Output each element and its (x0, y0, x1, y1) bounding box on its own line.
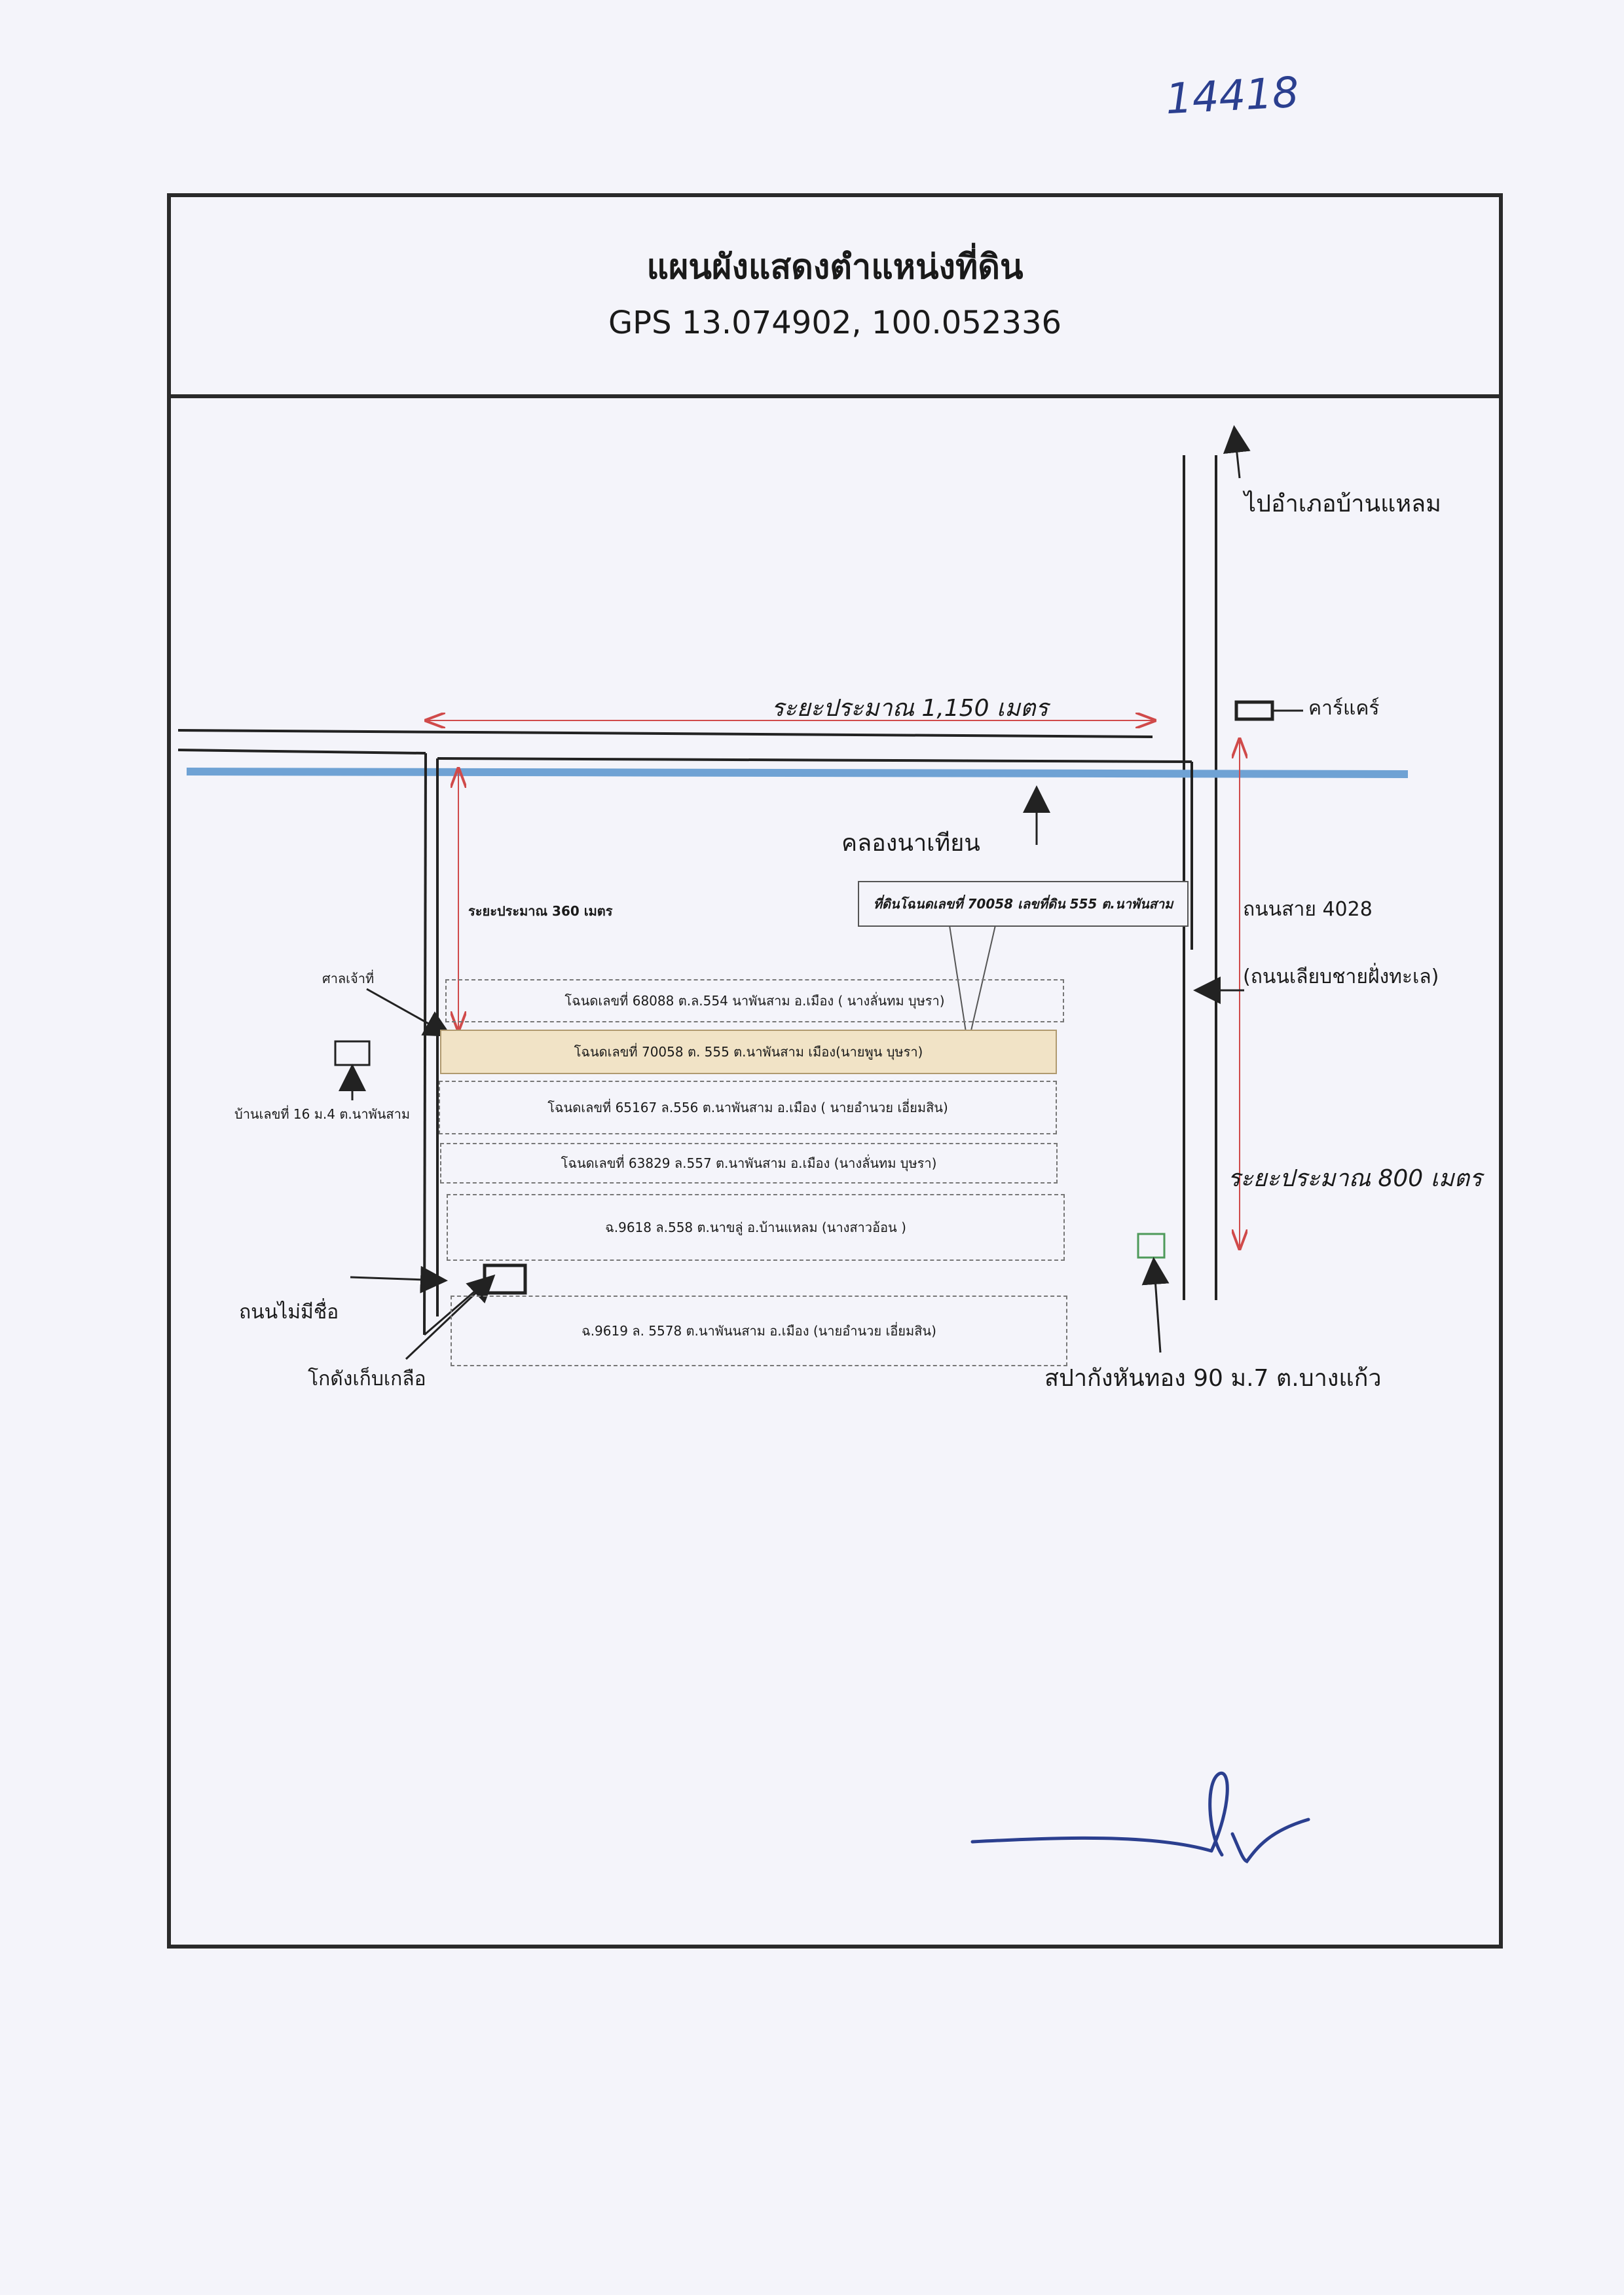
parcel-70058-target: โฉนดเลขที่ 70058 ต. 555 ต.นาพันสาม เมือง… (440, 1030, 1057, 1074)
carcare-marker (1234, 700, 1274, 721)
unnamed-road-arrow (350, 1265, 448, 1294)
road-4028-label: ถนนสาย 4028 (1243, 898, 1373, 921)
house-label: บ้านเลขที่ 16 ม.4 ต.นาพันสาม (234, 1106, 411, 1122)
shrine-label: ศาลเจ้าที่ (322, 971, 375, 986)
gps-coordinates: GPS 13.074902, 100.052336 (608, 305, 1062, 341)
parcel-9618: ฉ.9618 ล.558 ต.นาขลู่ อ.บ้านแหลม (นางสาว… (447, 1194, 1065, 1261)
to-district-label: ไปอำเภอบ้านแหลม (1244, 491, 1441, 517)
parcel-63829: โฉนดเลขที่ 63829 ล.557 ต.นาพันสาม อ.เมือ… (440, 1143, 1058, 1184)
canal-label: คลองนาเทียน (841, 830, 980, 857)
distance-1150-label: ระยะประมาณ 1,150 เมตร (771, 695, 1048, 722)
signature (970, 1771, 1310, 1863)
carcare-label: คาร์แคร์ (1308, 697, 1380, 720)
spa-label: สปากังหันทอง 90 ม.7 ต.บางแก้ว (1044, 1365, 1382, 1392)
road-coastal-label: (ถนนเลียบชายฝั่งทะเล) (1243, 965, 1439, 988)
salt-warehouse-label: โกดังเก็บเกลือ (308, 1368, 426, 1390)
callout-target-parcel: ที่ดินโฉนดเลขที่ 70058 เลขที่ดิน 555 ต.น… (858, 881, 1189, 927)
arrow-to-district (1223, 425, 1251, 479)
distance-800-label: ระยะประมาณ 800 เมตร (1228, 1165, 1483, 1192)
map-title: แผนผังแสดงตำแหน่งที่ดิน (646, 248, 1024, 287)
canal-line (186, 768, 1409, 778)
map-frame (167, 193, 1503, 1949)
unnamed-road-left-edge (423, 753, 427, 1335)
top-road-lower-edge (177, 749, 426, 755)
shrine-arrow (366, 988, 452, 1037)
block-top-edge (437, 757, 1192, 763)
top-road-upper-edge (177, 729, 1153, 738)
house-marker (334, 1040, 371, 1066)
distance-360-label: ระยะประมาณ 360 เมตร (468, 903, 613, 919)
salt-warehouse-arrow (405, 1274, 496, 1360)
parcel-9619: ฉ.9619 ล. 5578 ต.นาพันนสาม อ.เมือง (นายอ… (451, 1296, 1067, 1366)
spa-arrow (1141, 1257, 1170, 1353)
spa-marker (1137, 1233, 1166, 1259)
header-divider (167, 394, 1503, 398)
unnamed-road-label: ถนนไม่มีชื่อ (239, 1301, 339, 1324)
parcel-65167: โฉนดเลขที่ 65167 ล.556 ต.นาพันสาม อ.เมือ… (439, 1081, 1057, 1134)
parcel-68088: โฉนดเลขที่ 68088 ต.ล.554 นาพันสาม อ.เมือ… (445, 979, 1064, 1022)
